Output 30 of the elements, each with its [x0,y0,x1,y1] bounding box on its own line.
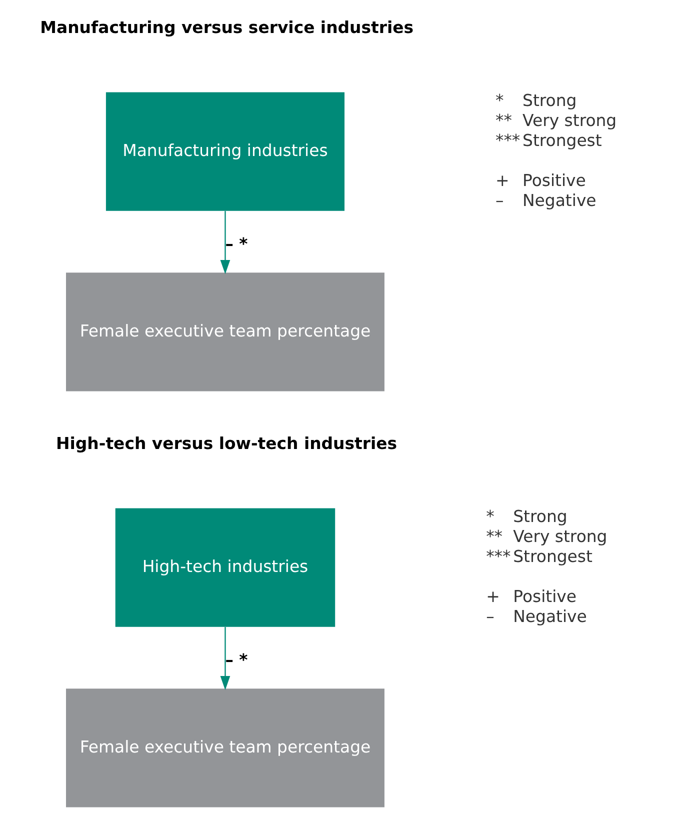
label: – [486,606,494,626]
label: High-tech versus low-tech industries [56,434,397,454]
node-box: High-tech industries [114,508,335,627]
label: * [486,506,494,526]
label: – [495,190,504,210]
label: Manufacturing versus service industries [40,18,414,38]
label: *** [495,130,520,150]
label: Positive [522,170,586,190]
label: Positive [512,586,576,606]
node-box: Manufacturing industries [105,92,344,211]
label: Very strong [522,110,616,130]
label: Negative [522,190,596,210]
label: Very strong [512,526,607,546]
label: ** [495,110,512,130]
node-box: Female executive team percentage [66,272,384,392]
edge-label: – * [224,650,248,670]
arrow [220,211,230,274]
label: Strongest [512,546,592,566]
label: + [486,586,500,606]
label: + [495,170,509,190]
label: Negative [512,606,586,626]
label: Strong [522,90,576,110]
arrow [220,627,230,690]
label: * [495,90,504,110]
label: Strong [512,506,567,526]
label: Strongest [522,130,602,150]
label: ** [486,526,502,546]
edge-label: – * [224,234,248,254]
label: *** [486,546,510,566]
node-box: Female executive team percentage [66,688,384,808]
